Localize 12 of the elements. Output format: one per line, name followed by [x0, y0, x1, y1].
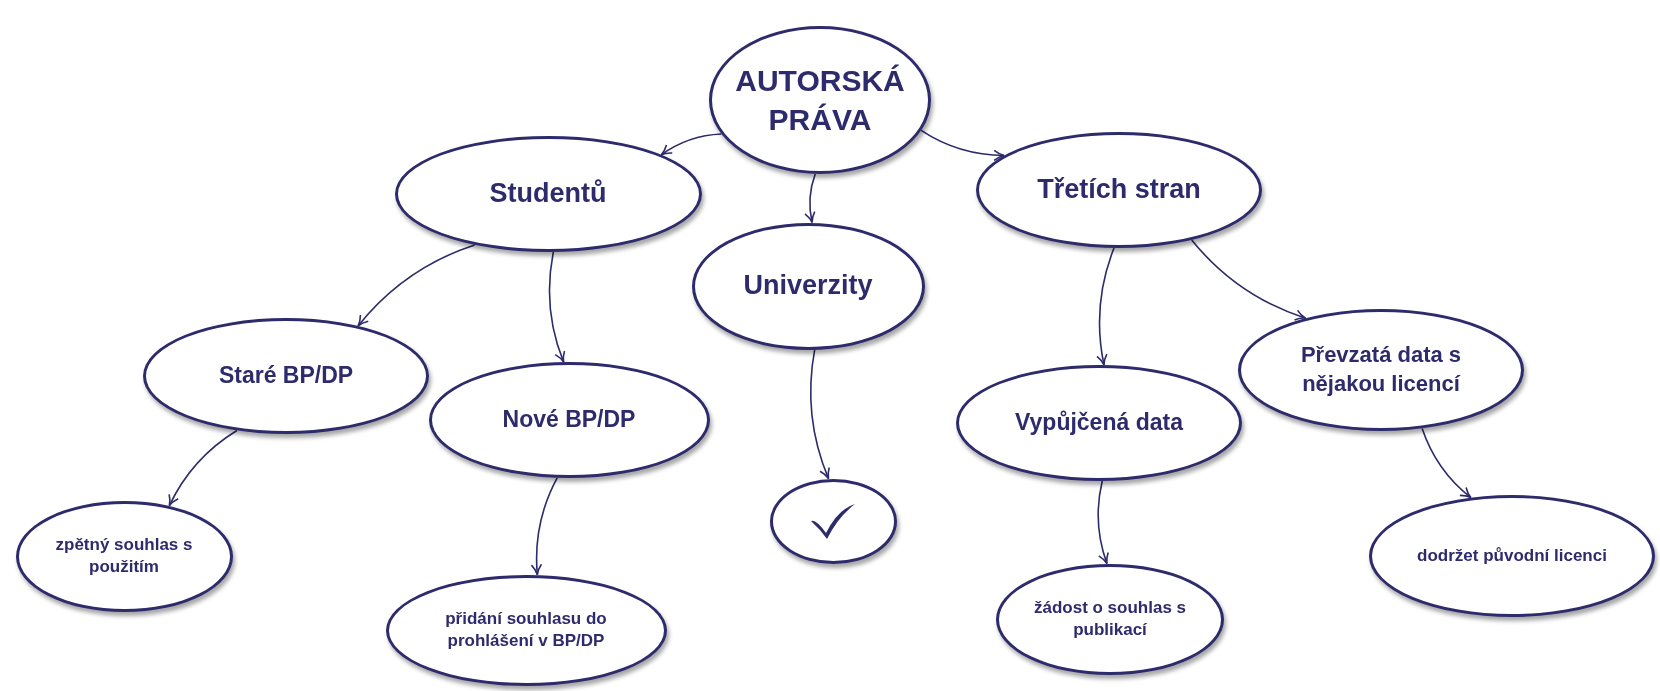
- node-label: žádost o souhlas s publikací: [1032, 596, 1188, 641]
- node-label: AUTORSKÁ PRÁVA: [735, 63, 905, 138]
- node-label: zpětný souhlas s použitím: [54, 533, 194, 578]
- node-label: Studentů: [489, 177, 607, 211]
- node-label: Staré BP/DP: [218, 361, 354, 391]
- node-label: dodržet původní licenci: [1417, 544, 1607, 567]
- node-label: Vypůjčená data: [1015, 408, 1183, 438]
- node-label: Převzatá data s nějakou licencí: [1299, 341, 1463, 398]
- node-label: Třetích stran: [1037, 173, 1201, 207]
- node-label: Univerzity: [743, 269, 873, 303]
- node-label: Nové BP/DP: [502, 405, 636, 435]
- node-label: přidání souhlasu do prohlášení v BP/DP: [444, 607, 608, 652]
